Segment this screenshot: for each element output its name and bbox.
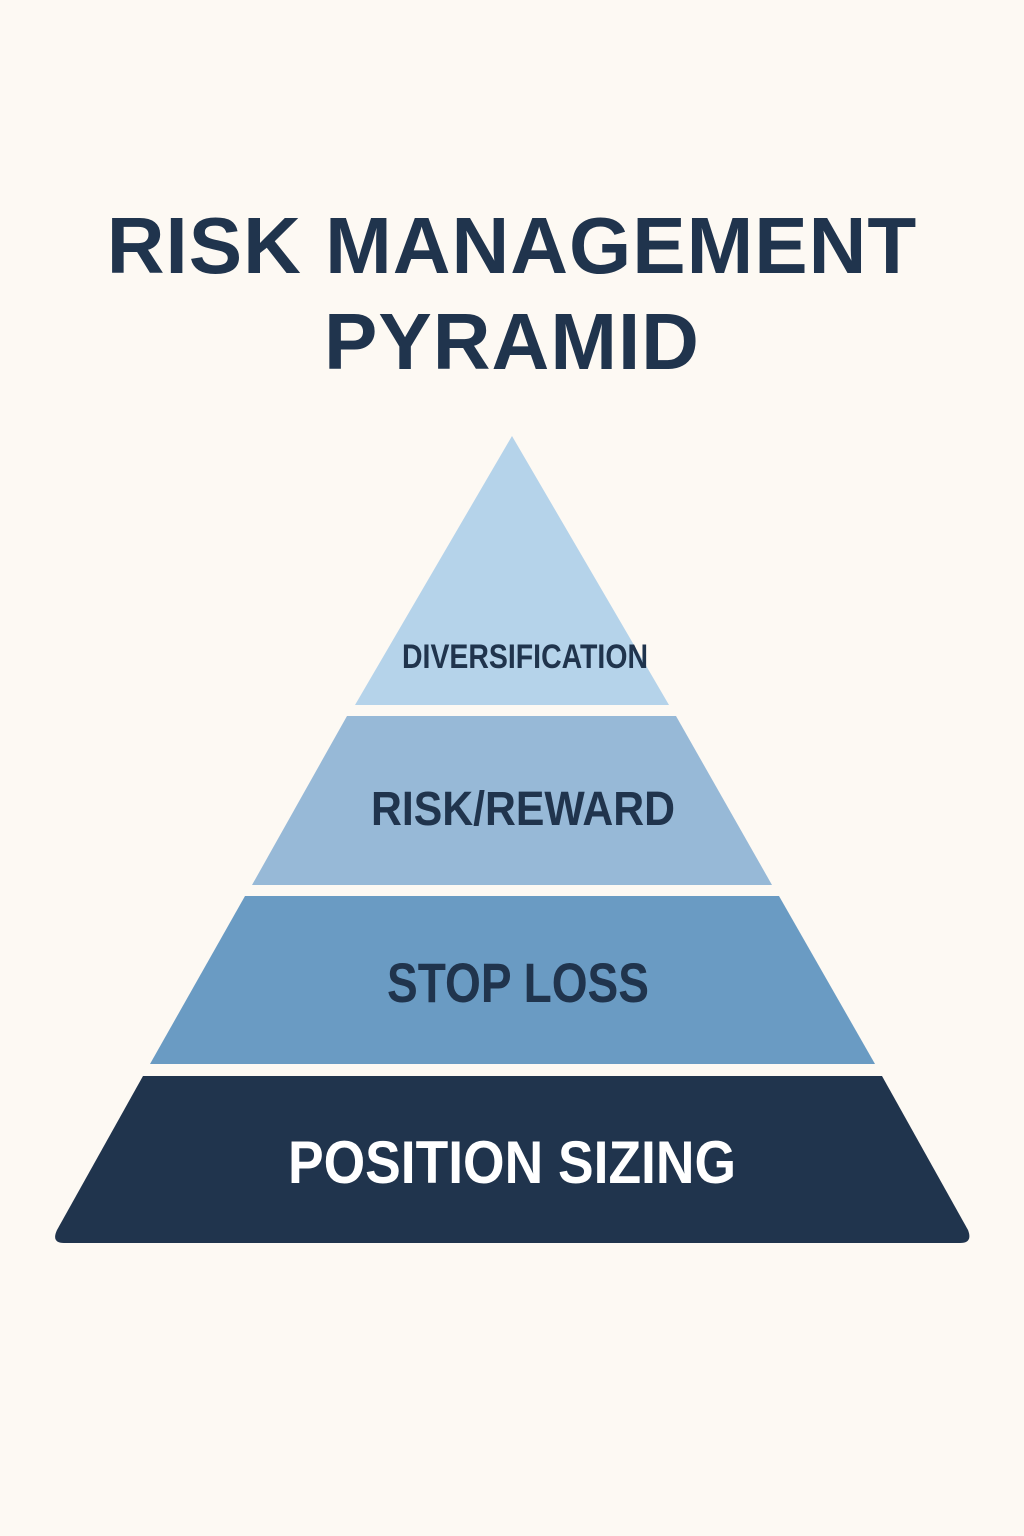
level-position-sizing <box>55 1076 970 1243</box>
level-stop-loss <box>150 896 875 1064</box>
level-diversification-label: DIVERSIFICATION <box>402 638 648 676</box>
level-stop-loss-label: STOP LOSS <box>387 951 649 1014</box>
level-diversification <box>355 436 669 705</box>
title-line-1: RISK MANAGEMENT <box>106 201 918 290</box>
level-risk-reward <box>252 716 772 885</box>
level-position-sizing-label: POSITION SIZING <box>288 1129 736 1196</box>
title-line-2: PYRAMID <box>324 297 700 386</box>
level-risk-reward-label: RISK/REWARD <box>371 783 675 836</box>
